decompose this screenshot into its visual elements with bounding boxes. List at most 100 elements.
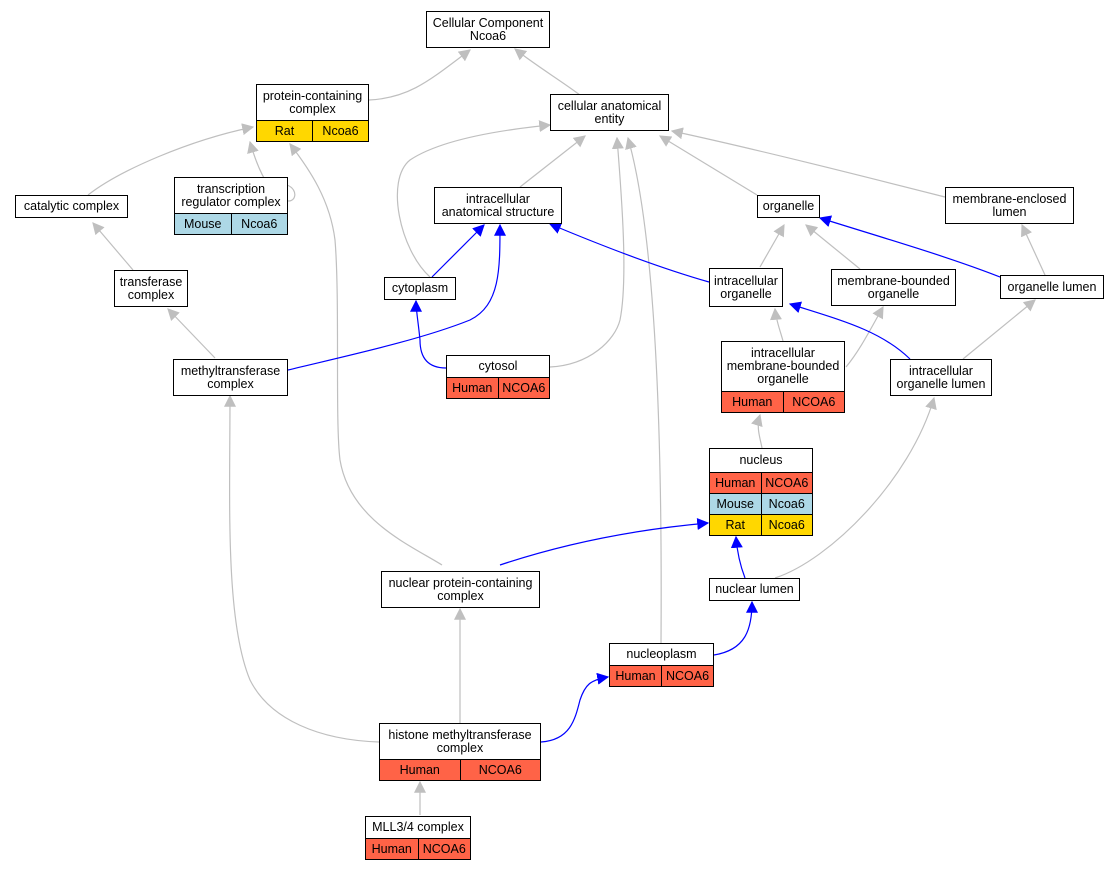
edge-npcc-pcc <box>289 143 443 566</box>
edge-mtc-transferase <box>167 308 216 359</box>
node-title: organelle lumen <box>1007 279 1097 294</box>
edge-np-cae <box>625 136 662 644</box>
node-title: MLL3/4 complex <box>372 820 464 834</box>
gene-label: Ncoa6 <box>230 214 288 234</box>
species-label: Human <box>452 381 493 395</box>
edge-ol-organelle <box>818 215 1016 284</box>
gene-label: NCOA6 <box>459 760 541 780</box>
edge-cytosol-cytoplasm <box>410 299 447 369</box>
annotation-row-rat: Rat Ncoa6 <box>710 514 812 535</box>
edge-mtc-ias <box>287 223 506 371</box>
annotation-row-rat: Rat Ncoa6 <box>257 120 368 141</box>
node-title: nuclear lumen <box>715 582 794 596</box>
species-label: Rat <box>725 518 745 532</box>
node-nuclear-lumen[interactable]: nuclear lumen <box>709 578 800 601</box>
node-title: cytoplasm <box>391 281 449 295</box>
edge-iol-ol <box>962 299 1036 360</box>
node-title: nucleoplasm <box>626 647 697 661</box>
node-organelle[interactable]: organelle <box>757 195 820 218</box>
node-title: catalytic complex <box>23 199 120 213</box>
annotation-row-mouse: Mouse Ncoa6 <box>175 213 287 234</box>
gene-label: NCOA6 <box>497 378 550 398</box>
species-label: Mouse <box>716 497 755 511</box>
edge-imbo-mbo <box>845 305 884 368</box>
annotation-row-human: Human NCOA6 <box>722 391 844 412</box>
gene-label: NCOA6 <box>661 666 713 686</box>
edge-organelle-cae <box>658 135 758 196</box>
edge-io-organelle <box>759 223 785 268</box>
species-label: Human <box>732 395 773 409</box>
annotation-row-mouse: Mouse Ncoa6 <box>710 493 812 514</box>
edge-iol-io <box>788 301 911 360</box>
edge-hmt-np <box>540 672 610 743</box>
node-cytoplasm[interactable]: cytoplasm <box>384 277 456 300</box>
edge-nucleus-imbo <box>751 413 763 449</box>
edge-nl-iol <box>774 396 937 579</box>
edge-catalytic-pcc <box>87 123 255 196</box>
edge-cae-root <box>514 48 581 96</box>
edge-cytoplasm-ias <box>431 224 485 278</box>
species-label: Human <box>615 669 656 683</box>
gene-label: NCOA6 <box>760 473 813 493</box>
gene-label: Ncoa6 <box>312 121 368 141</box>
node-mll3-4-complex[interactable]: MLL3/4 complex Human NCOA6 <box>365 816 471 860</box>
species-label: Rat <box>274 124 295 138</box>
node-catalytic-complex[interactable]: catalytic complex <box>15 195 128 218</box>
species-label: Human <box>715 476 756 490</box>
edge-mbo-organelle <box>805 224 861 270</box>
annotation-row-human: Human NCOA6 <box>710 472 812 493</box>
gene-label: NCOA6 <box>417 839 471 859</box>
annotation-row-human: Human NCOA6 <box>366 838 470 859</box>
edge-imbo-io <box>770 307 784 342</box>
node-nucleoplasm[interactable]: nucleoplasm Human NCOA6 <box>609 643 714 687</box>
edge-nl-nucleus <box>730 535 746 579</box>
edge-cytoplasm-cae <box>396 120 552 278</box>
gene-label: NCOA6 <box>782 392 845 412</box>
node-title: cytosol <box>478 359 518 373</box>
species-label: Human <box>371 842 412 856</box>
species-label: Human <box>399 763 440 777</box>
node-nucleus[interactable]: nucleus Human NCOA6 Mouse Ncoa6 Rat Ncoa… <box>709 448 813 536</box>
gene-label: Ncoa6 <box>760 494 813 514</box>
gene-label: Ncoa6 <box>760 515 813 535</box>
edge-transferase-catalytic <box>92 222 134 271</box>
edge-ol-mel <box>1021 223 1046 276</box>
node-title: organelle <box>762 199 815 213</box>
edge-np-nl <box>713 600 758 656</box>
node-organelle-lumen[interactable]: organelle lumen <box>1000 275 1104 299</box>
edge-pcc-root <box>368 49 471 101</box>
annotation-row-human: Human NCOA6 <box>610 665 713 686</box>
edge-cytosol-cae <box>549 136 625 368</box>
node-title: nucleus <box>739 453 783 467</box>
node-cytosol[interactable]: cytosol Human NCOA6 <box>446 355 550 399</box>
edge-ias-cae <box>519 135 586 188</box>
